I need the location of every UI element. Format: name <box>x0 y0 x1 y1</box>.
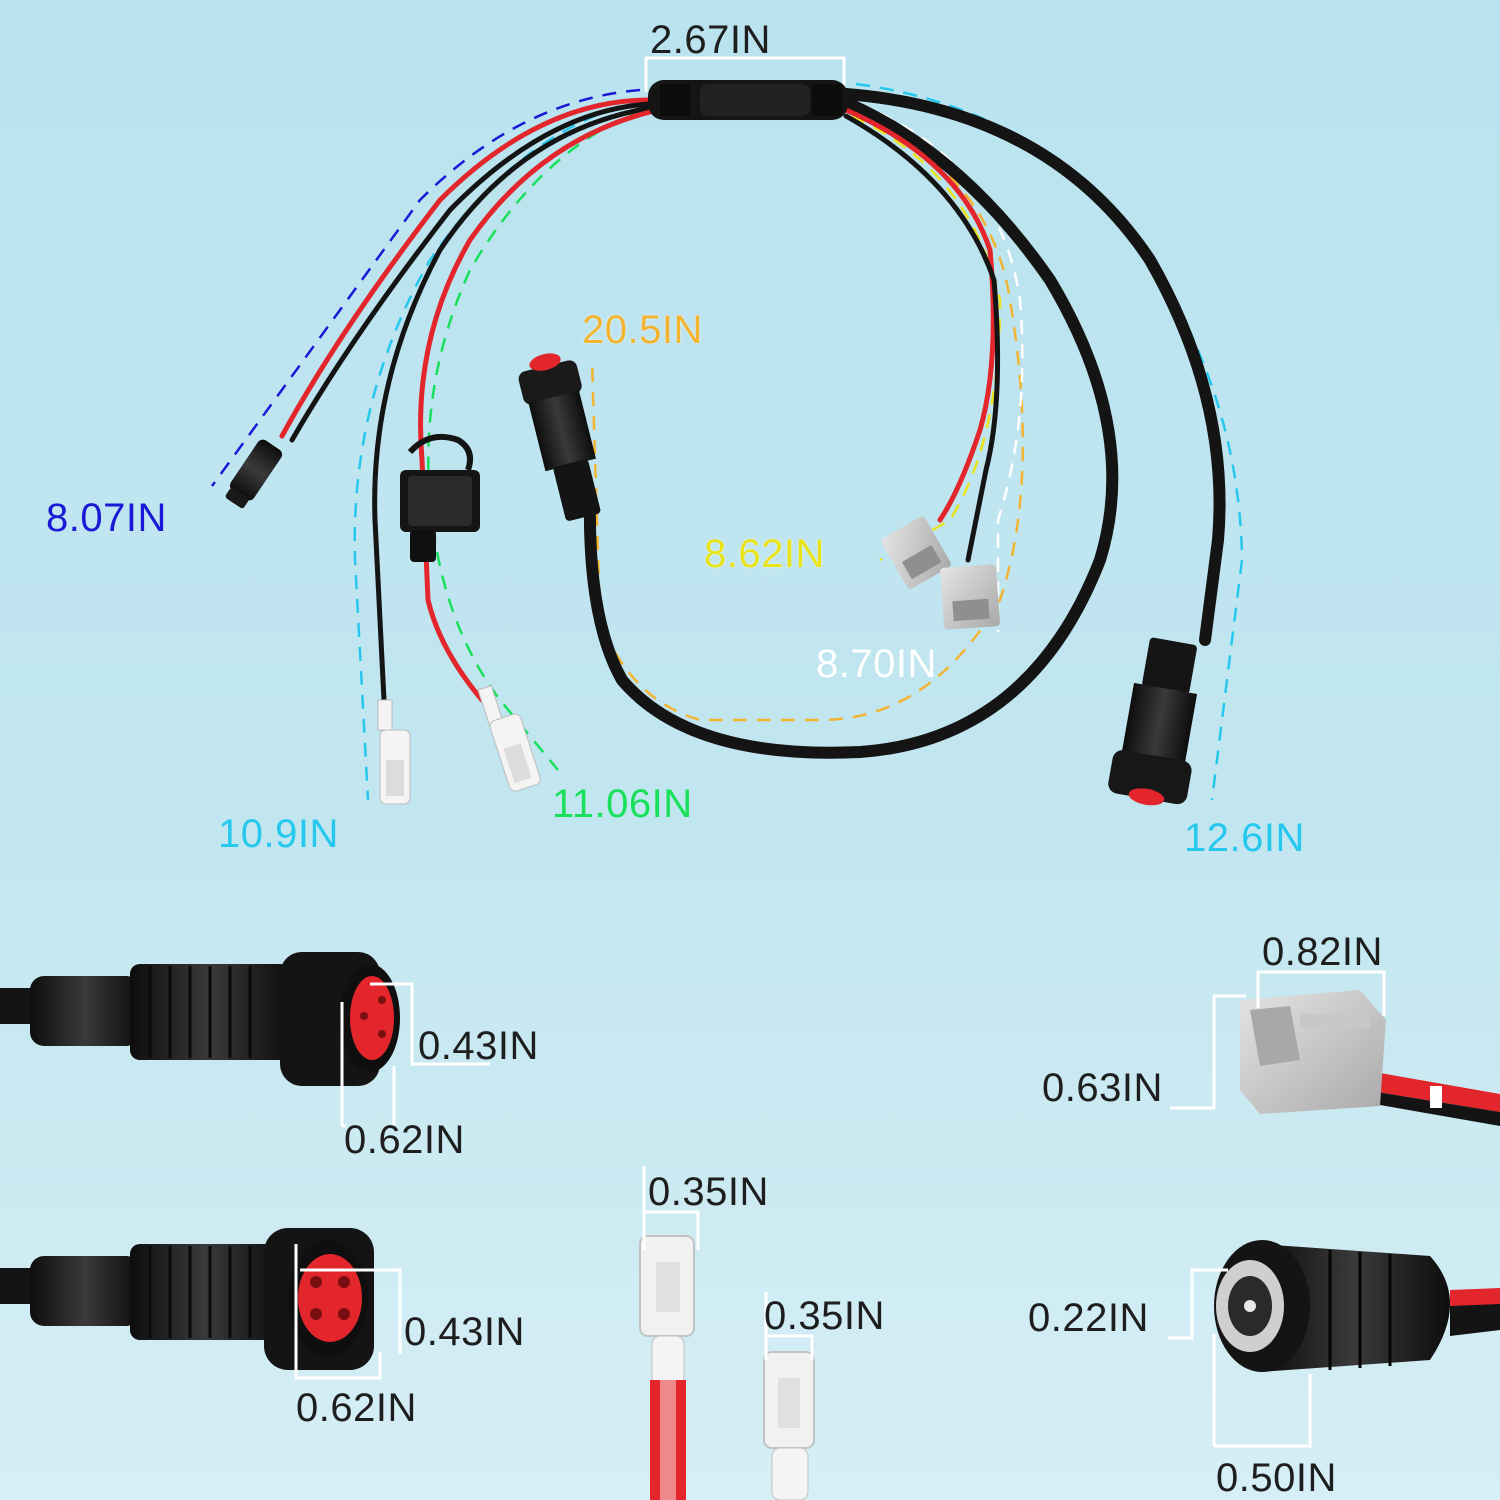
detail-spade-terminal-b <box>763 1351 815 1500</box>
spade-terminal-a-width-label: 0.35IN <box>648 1170 769 1214</box>
detail-spade-brackets <box>642 1166 814 1360</box>
guide-orange <box>590 108 1025 722</box>
inline-fuse-holder <box>400 434 480 562</box>
wires <box>279 88 1226 759</box>
connector-lead-long-length-label: 12.6IN <box>1184 816 1305 860</box>
splitter-housing <box>648 80 848 120</box>
guide-blue <box>210 88 641 487</box>
guide-cyan-right <box>855 82 1244 801</box>
detail-grey-plug-brackets <box>1170 970 1386 1110</box>
guide-cyan-left <box>353 98 643 801</box>
guide-white <box>857 102 1024 632</box>
wire-black-ground <box>372 105 653 703</box>
splitter-length-label: 2.67IN <box>650 18 771 62</box>
detail-grey-plug <box>1240 990 1500 1126</box>
wire-black-barrel <box>289 101 653 443</box>
wire-red-barrel <box>279 97 653 439</box>
plug-black-lead-length-label: 8.70IN <box>816 642 937 686</box>
dc-jack-outer-label: 0.50IN <box>1216 1456 1337 1500</box>
grey-plug-right <box>940 564 1000 630</box>
dc-jack-inner-label: 0.22IN <box>1028 1296 1149 1340</box>
spade-terminal-black-lead <box>377 699 411 805</box>
connector-4pin-height-label: 0.62IN <box>296 1386 417 1430</box>
fused-lead-length-label: 11.06IN <box>552 782 693 826</box>
connector-3pin-width-label: 0.43IN <box>418 1024 539 1068</box>
grey-plug-height-label: 0.63IN <box>1042 1066 1163 1110</box>
guide-yellow <box>851 114 1002 562</box>
grey-plug-left <box>881 516 951 589</box>
detail-connector-4pin <box>0 1228 374 1370</box>
detail-spade-terminal-a <box>639 1235 695 1500</box>
waterproof-connector-small <box>518 353 601 521</box>
detail-connector-3pin-brackets <box>340 982 490 1128</box>
dc-barrel-lead-length-label: 8.07IN <box>46 496 167 540</box>
detail-dc-jack <box>1214 1240 1500 1372</box>
detail-connector-3pin <box>0 952 400 1086</box>
detail-connector-4pin-brackets <box>294 1244 402 1380</box>
ground-lead-length-label: 10.9IN <box>218 812 339 856</box>
wire-black-connector-right <box>840 88 1226 646</box>
wire-red-fused <box>418 109 653 703</box>
wire-red-plug <box>843 107 996 523</box>
detail-dc-jack-brackets <box>1168 1268 1312 1448</box>
plug-red-lead-length-label: 8.62IN <box>704 532 825 576</box>
grey-plug-width-label: 0.82IN <box>1262 930 1383 974</box>
connector-3pin-height-label: 0.62IN <box>344 1118 465 1162</box>
waterproof-connector-large <box>1108 637 1198 806</box>
dc-barrel-plug <box>225 439 283 509</box>
wire-black-plug <box>843 113 1001 563</box>
measure-guides <box>210 82 1244 801</box>
connector-4pin-width-label: 0.43IN <box>404 1310 525 1354</box>
connector-lead-short-length-label: 20.5IN <box>582 308 703 352</box>
wire-black-connector-left <box>583 94 1119 759</box>
splitter-dimension-bracket <box>644 56 846 92</box>
spade-terminal-b-width-label: 0.35IN <box>764 1294 885 1338</box>
spade-terminal-red-lead <box>477 685 541 792</box>
